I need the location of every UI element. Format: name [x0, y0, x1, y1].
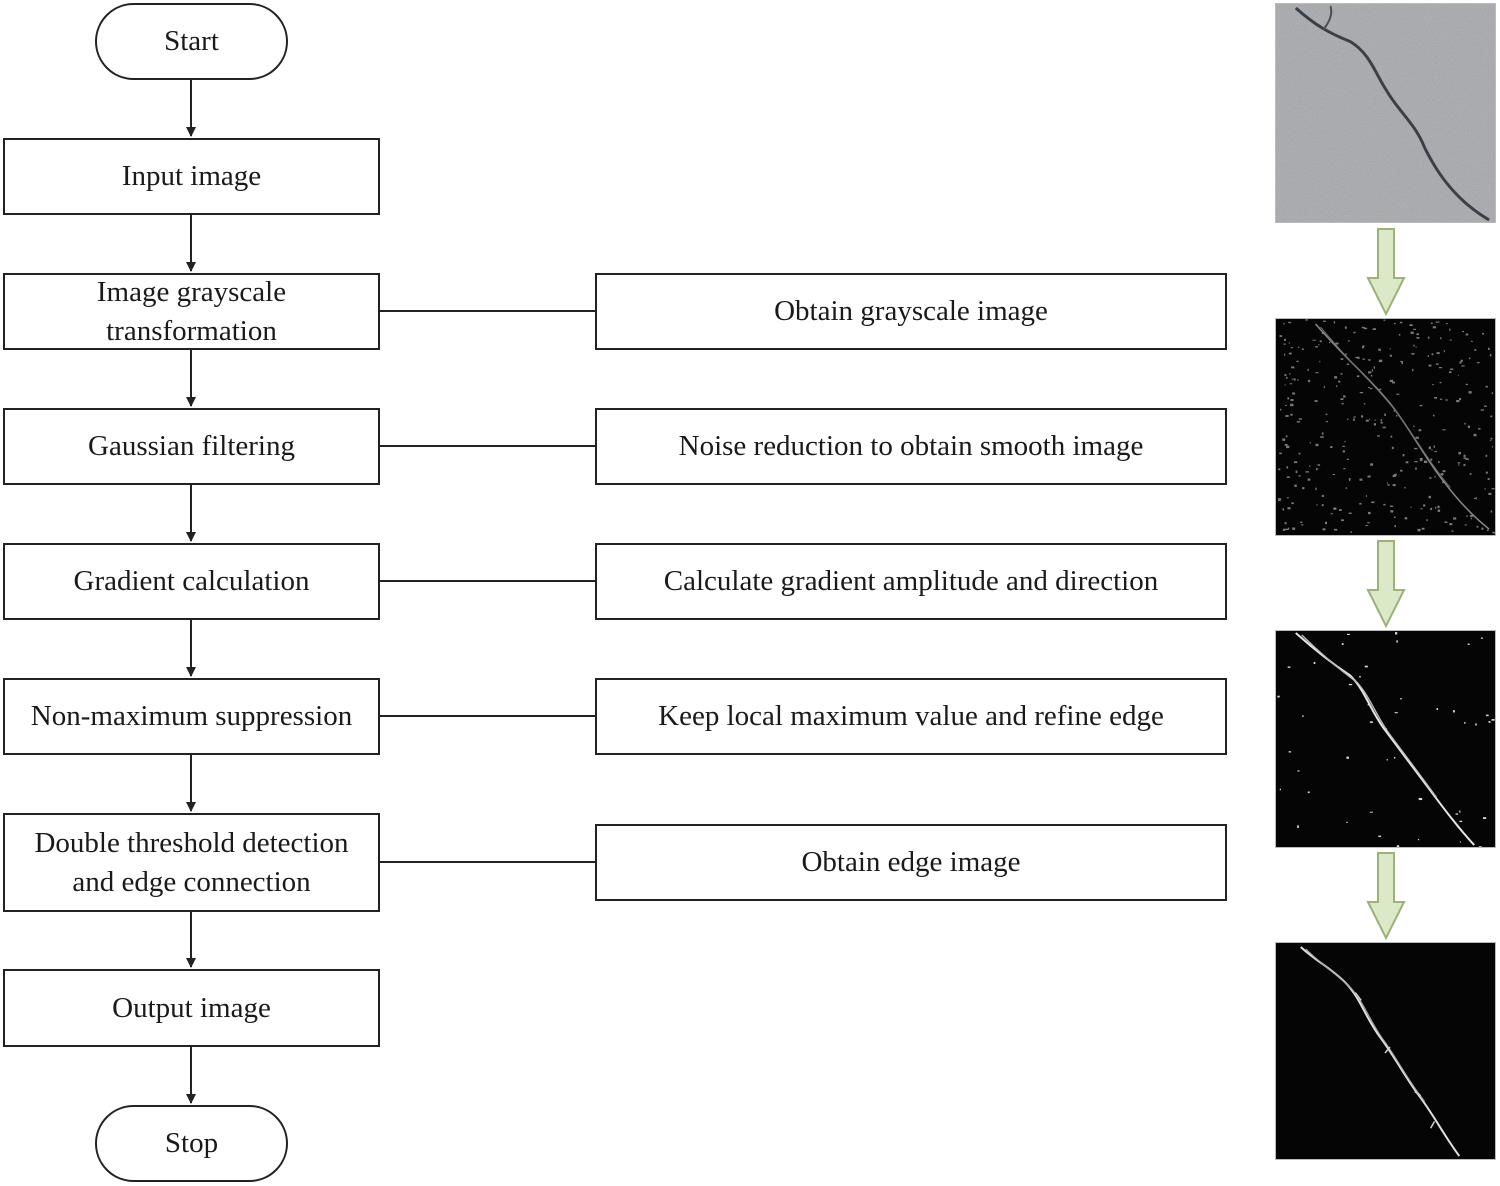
green-down-arrow-icon	[1366, 540, 1406, 628]
green-down-arrow-icon	[1366, 228, 1406, 316]
green-down-arrow-icon	[1366, 852, 1406, 940]
nms-step: Non-maximum suppression	[3, 678, 380, 755]
gradient-description: Calculate gradient amplitude and directi…	[595, 543, 1227, 620]
grayscale-description: Obtain grayscale image	[595, 273, 1227, 350]
gradient-step: Gradient calculation	[3, 543, 380, 620]
threshold-step: Double threshold detection and edge conn…	[3, 813, 380, 912]
final-edge-map	[1275, 942, 1496, 1160]
stop-terminal: Stop	[95, 1105, 288, 1182]
threshold-description: Obtain edge image	[595, 824, 1227, 901]
noisy-edge-map	[1275, 318, 1496, 536]
grayscale-step: Image grayscale transformation	[3, 273, 380, 350]
original-crack-photo	[1275, 3, 1496, 223]
output-image-step: Output image	[3, 969, 380, 1047]
gaussian-description: Noise reduction to obtain smooth image	[595, 408, 1227, 485]
gradient-edge-map	[1275, 630, 1496, 848]
gaussian-step: Gaussian filtering	[3, 408, 380, 485]
nms-description: Keep local maximum value and refine edge	[595, 678, 1227, 755]
start-terminal: Start	[95, 3, 288, 80]
input-image-step: Input image	[3, 138, 380, 215]
